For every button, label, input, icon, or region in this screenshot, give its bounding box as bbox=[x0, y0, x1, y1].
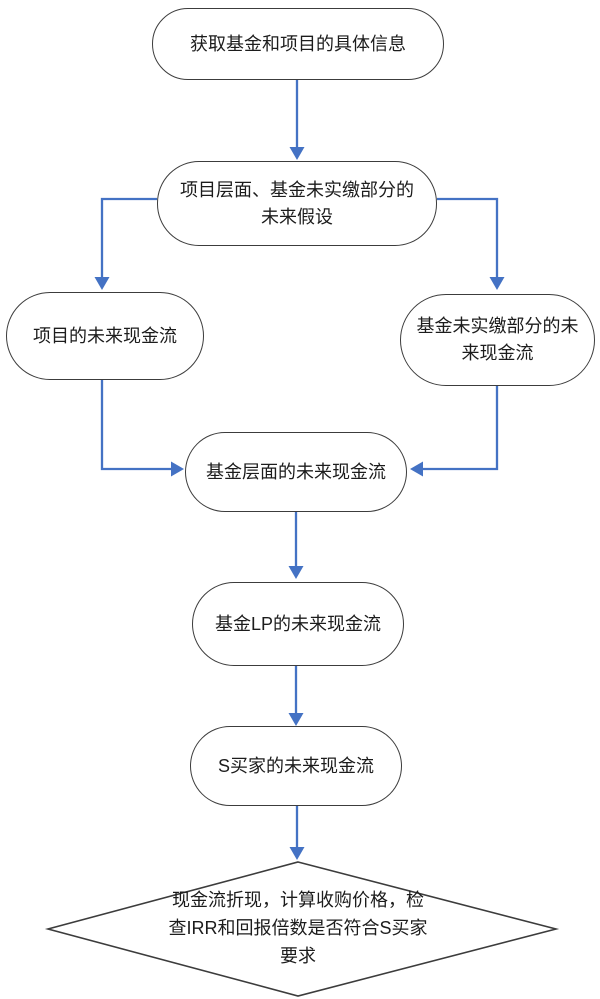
arrowhead-down-icon bbox=[94, 277, 110, 290]
connector-lp-to-buyer bbox=[288, 666, 304, 726]
node-assumptions: 项目层面、基金未实缴部分的 未来假设 bbox=[157, 161, 437, 246]
node-decision-label: 现金流折现，计算收购价格，检 查IRR和回报倍数是否符合S买家 要求 bbox=[168, 890, 428, 966]
connector-info-to-assumptions bbox=[289, 80, 305, 160]
node-fund-cashflow: 基金层面的未来现金流 bbox=[185, 432, 407, 512]
connector-uncalled-to-fund bbox=[410, 386, 499, 477]
arrowhead-down-icon bbox=[288, 566, 304, 579]
connector-fund-to-lp bbox=[288, 512, 304, 579]
connector-project-to-fund bbox=[100, 380, 184, 477]
connector-assumptions-to-project bbox=[94, 197, 157, 290]
node-uncalled-cashflow-label: 基金未实缴部分的未 来现金流 bbox=[416, 316, 579, 363]
node-buyer-cashflow: S买家的未来现金流 bbox=[190, 726, 402, 806]
node-buyer-cashflow-label: S买家的未来现金流 bbox=[217, 755, 374, 776]
node-fund-cashflow-label: 基金层面的未来现金流 bbox=[206, 461, 386, 482]
node-project-cashflow-label: 项目的未来现金流 bbox=[33, 325, 177, 346]
arrowhead-left-icon bbox=[410, 461, 423, 477]
node-project-cashflow: 项目的未来现金流 bbox=[6, 292, 204, 380]
node-uncalled-cashflow: 基金未实缴部分的未 来现金流 bbox=[400, 294, 595, 386]
connector-buyer-to-decision bbox=[289, 806, 305, 860]
arrowhead-down-icon bbox=[289, 147, 305, 160]
arrowhead-down-icon bbox=[489, 277, 505, 290]
node-decision-shape bbox=[44, 861, 560, 997]
node-info: 获取基金和项目的具体信息 bbox=[152, 8, 444, 80]
node-lp-cashflow-label: 基金LP的未来现金流 bbox=[214, 613, 382, 634]
node-lp-cashflow: 基金LP的未来现金流 bbox=[192, 582, 404, 666]
arrowhead-down-icon bbox=[288, 713, 304, 726]
node-assumptions-label: 项目层面、基金未实缴部分的 未来假设 bbox=[180, 179, 414, 227]
node-info-label: 获取基金和项目的具体信息 bbox=[190, 33, 406, 54]
connector-assumptions-to-uncalled bbox=[437, 197, 505, 290]
arrowhead-down-icon bbox=[289, 847, 305, 860]
arrowhead-right-icon bbox=[171, 461, 184, 477]
